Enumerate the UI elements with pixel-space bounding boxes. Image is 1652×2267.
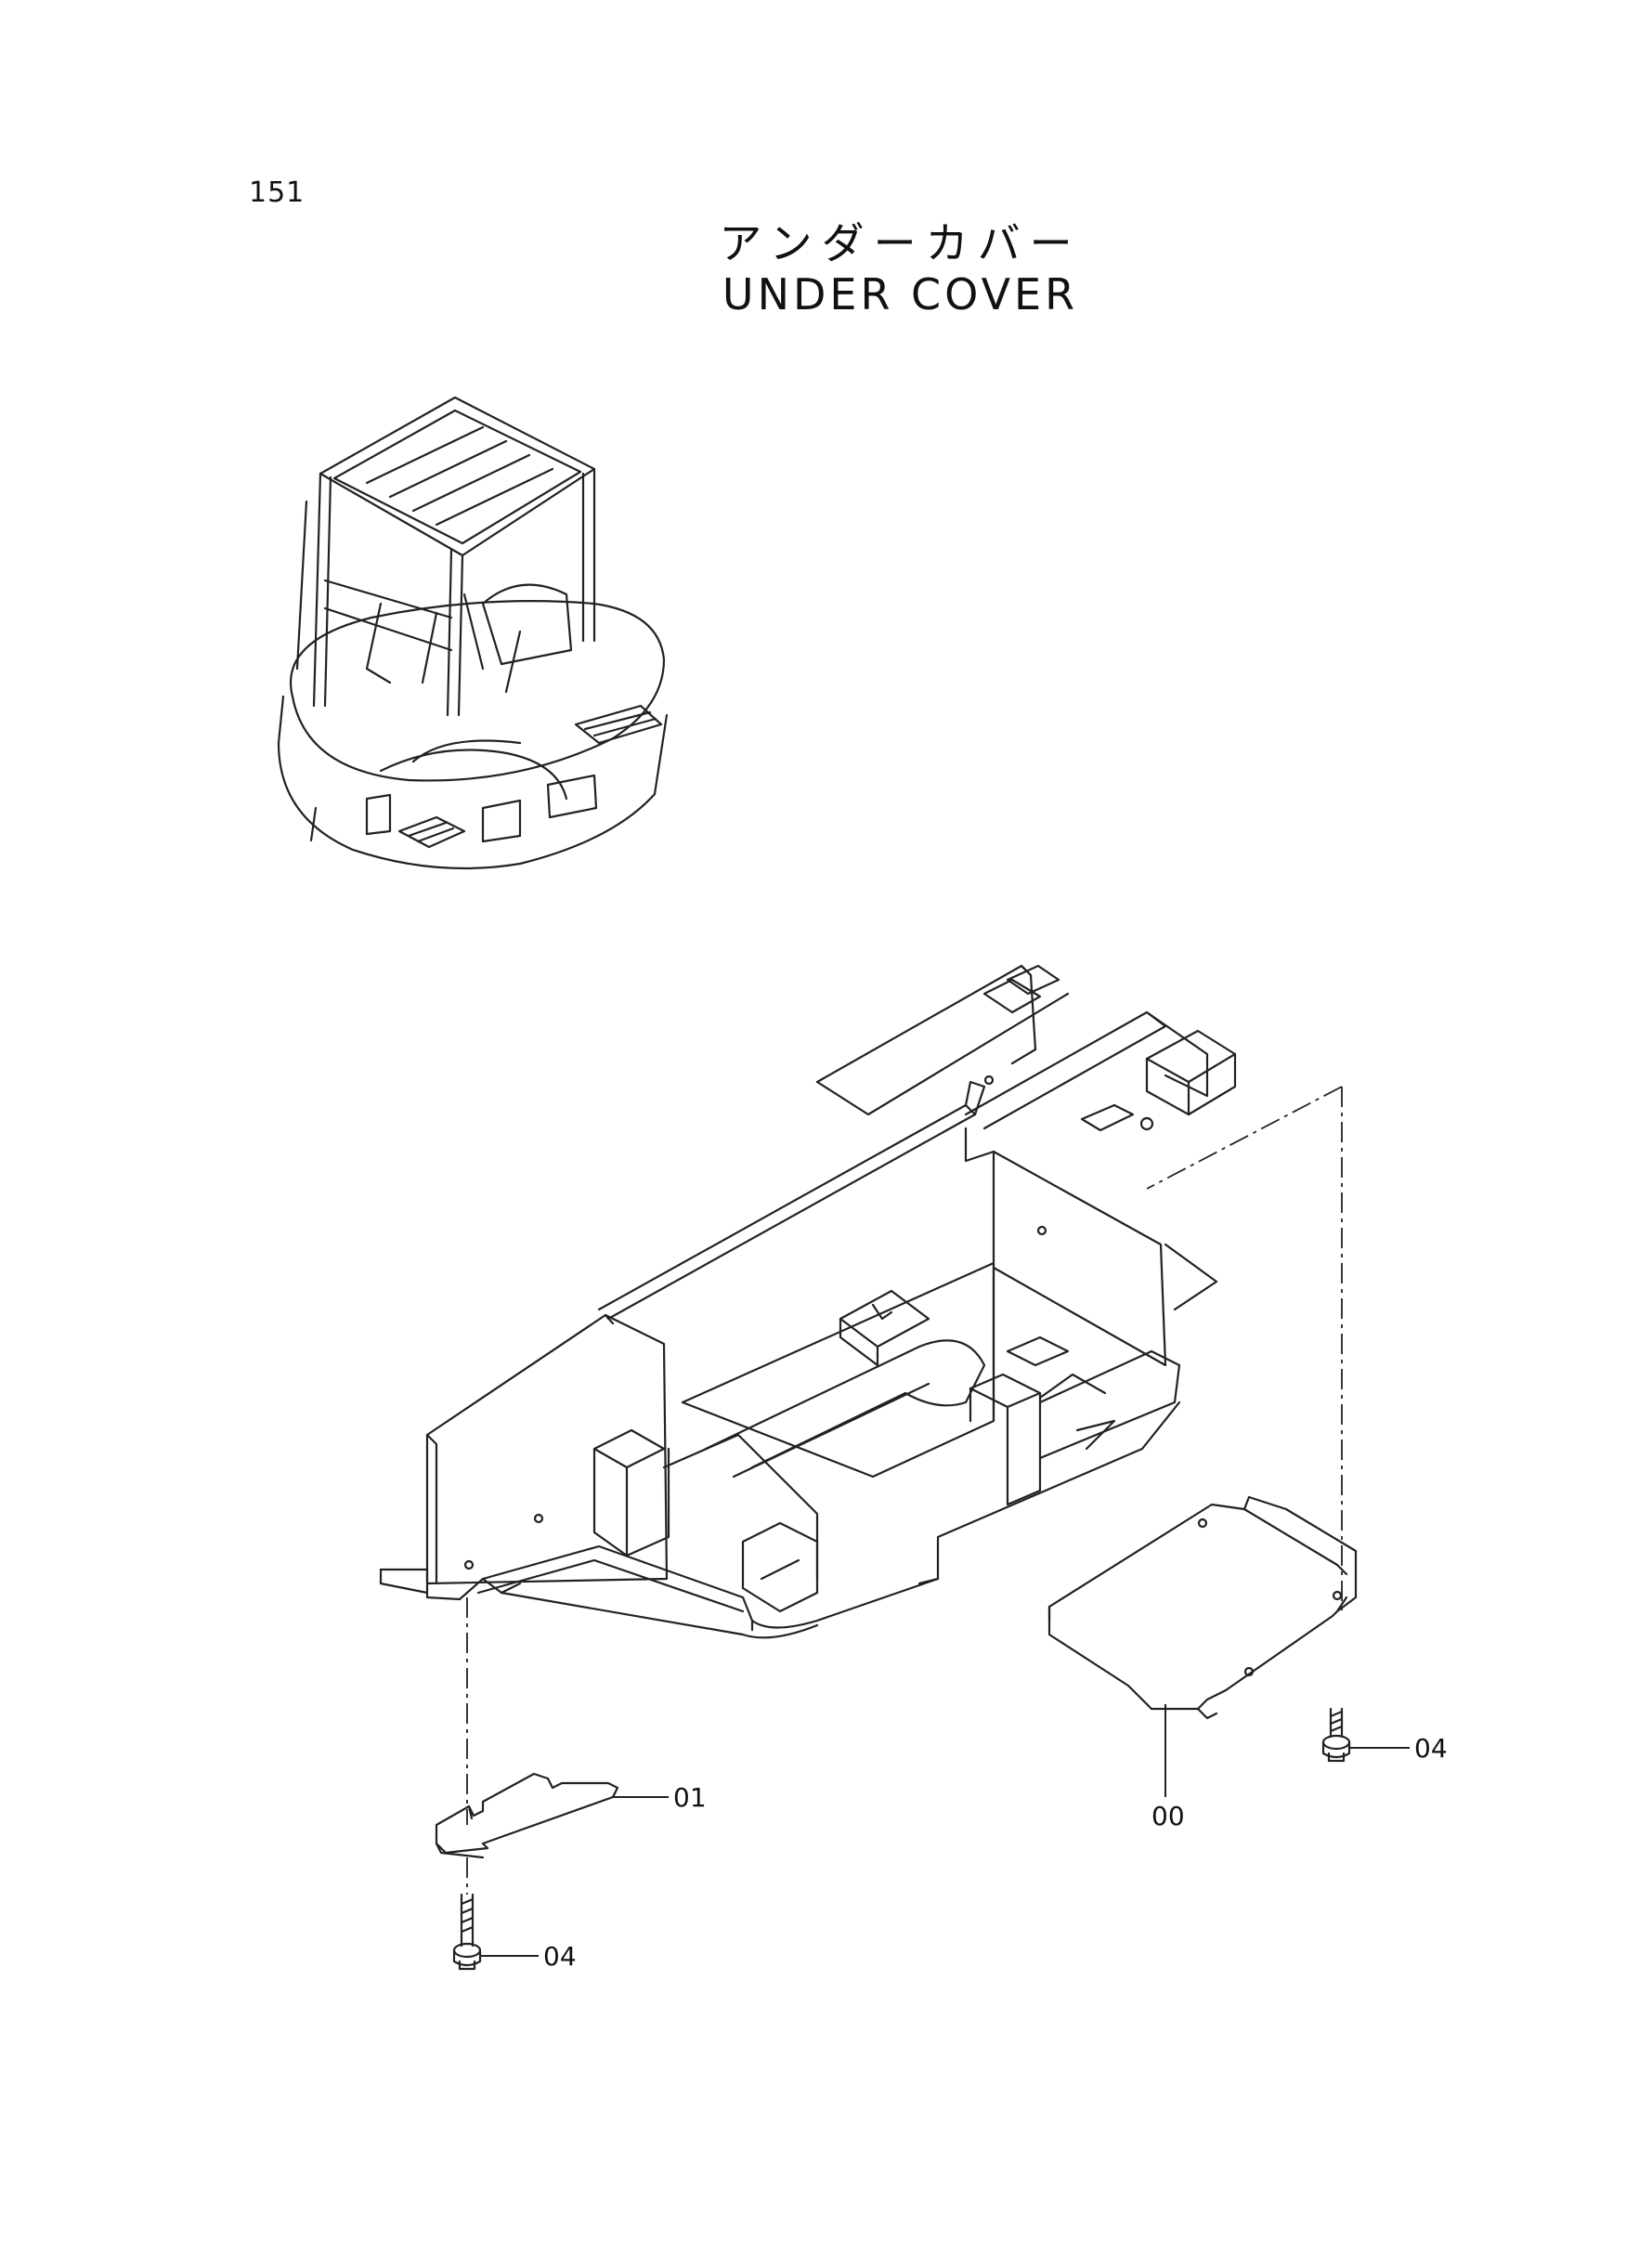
callout-label-04-right: 04 bbox=[1414, 1733, 1448, 1764]
callout-label-01: 01 bbox=[673, 1782, 707, 1813]
callout-label-00: 00 bbox=[1151, 1801, 1185, 1831]
bolt-right bbox=[1321, 1707, 1351, 1763]
page-title-english: UNDER COVER bbox=[722, 269, 1079, 319]
left-under-cover bbox=[435, 1772, 619, 1859]
page-number: 151 bbox=[249, 176, 306, 209]
excavator-overview-illustration bbox=[277, 396, 669, 870]
page-title-japanese: アンダーカバー bbox=[719, 218, 1082, 268]
upper-frame-assembly bbox=[379, 964, 1237, 1639]
bolt-left bbox=[452, 1893, 482, 1971]
right-under-cover bbox=[1047, 1495, 1358, 1720]
callout-label-04-left: 04 bbox=[543, 1941, 577, 1972]
assembly-line-right bbox=[1146, 1086, 1343, 1616]
